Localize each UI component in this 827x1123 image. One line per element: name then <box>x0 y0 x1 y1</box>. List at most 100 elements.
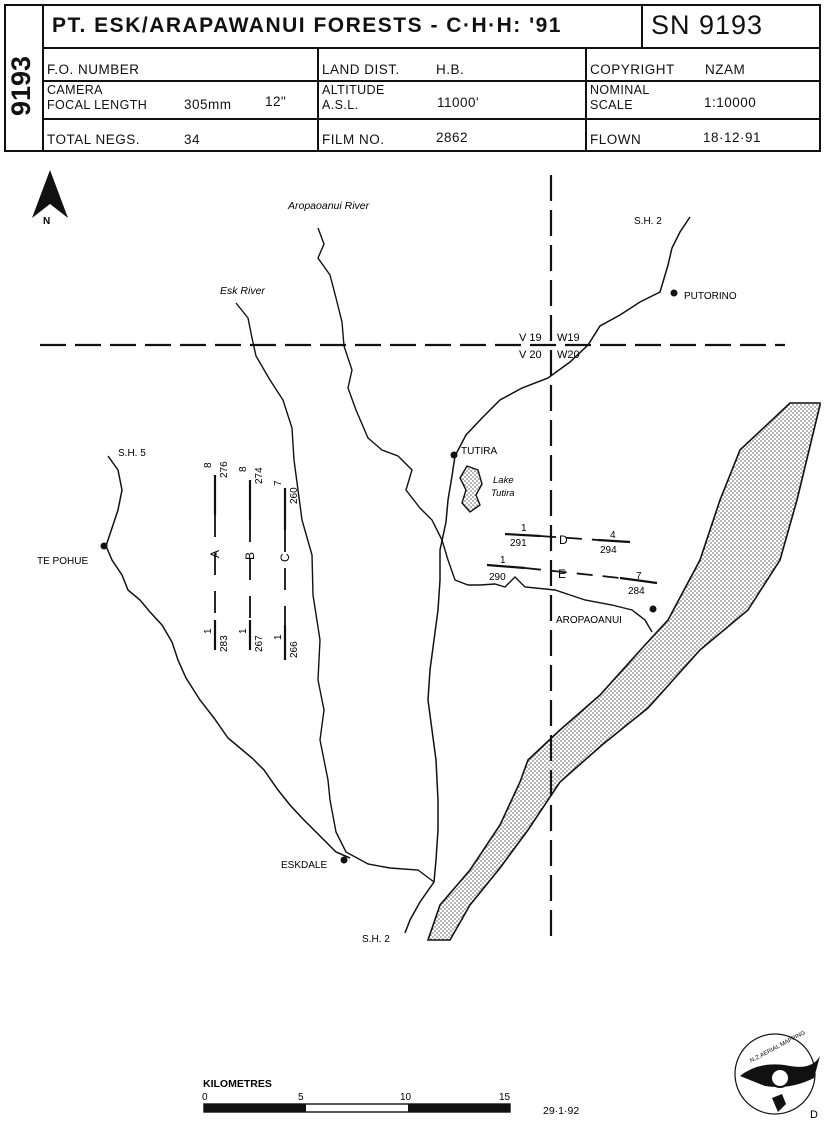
copyright-value: NZAM <box>705 62 746 77</box>
focal-length-in: 12" <box>265 94 287 109</box>
nz-aerial-mapping-logo: N.Z.AERIAL MAPPING D <box>734 1030 820 1121</box>
altitude-label: ALTITUDE <box>322 83 385 97</box>
page-title: PT. ESK/ARAPAWANUI FORESTS - C·H·H: '91 <box>52 14 562 37</box>
run-e-label: E <box>558 567 566 581</box>
eskdale-label: ESKDALE <box>281 860 327 871</box>
scale-tick-10: 10 <box>400 1092 412 1103</box>
scale-bar-title: KILOMETRES <box>203 1078 272 1090</box>
aropaoanui-marker <box>649 605 657 613</box>
sh2-bottom-label: S.H. 2 <box>362 934 390 945</box>
scale-value: 1:10000 <box>704 95 757 110</box>
total-negs-value: 34 <box>184 132 201 147</box>
run-e-start-number: 1 <box>500 555 506 566</box>
flight-run-a: 8 276 A 1 283 <box>203 461 230 652</box>
tutira-label: TUTIRA <box>461 446 497 457</box>
camera-label: CAMERA <box>47 83 103 97</box>
putorino-marker <box>670 289 678 297</box>
header-divider <box>42 80 821 82</box>
aropaoanui-river-label: Aropaoanui River <box>287 200 370 212</box>
run-e-start-frame: 290 <box>489 572 506 583</box>
header-divider <box>641 4 643 48</box>
header-divider <box>42 47 821 49</box>
grid-label-v19: V 19 <box>519 332 542 344</box>
eskdale-marker <box>340 856 348 864</box>
altitude-value: 11000' <box>437 95 480 110</box>
run-a-end-number: 1 <box>203 628 214 634</box>
state-highway-2 <box>404 216 691 934</box>
run-a-start-frame: 276 <box>219 461 230 478</box>
run-c-label: C <box>278 553 292 562</box>
lake-tutira <box>459 465 483 513</box>
run-b-end-number: 1 <box>238 628 249 634</box>
asl-label: A.S.L. <box>322 98 359 112</box>
nominal-label: NOMINAL <box>590 83 650 97</box>
film-no-label: FILM NO. <box>322 132 385 147</box>
focal-length-mm: 305mm <box>184 97 232 112</box>
header-divider <box>317 47 319 152</box>
scale-bar-date: 29·1·92 <box>543 1105 579 1117</box>
aropaoanui-river <box>317 227 653 633</box>
sh2-top-label: S.H. 2 <box>634 216 662 227</box>
scale-tick-15: 15 <box>499 1092 511 1103</box>
land-dist-label: LAND DIST. <box>322 62 400 77</box>
te-pohue-marker <box>100 542 108 550</box>
header-panel <box>4 4 821 152</box>
flight-run-e: 1 290 E 7 284 <box>486 555 658 597</box>
grid-label-w20: W20 <box>557 349 580 361</box>
run-a-start-number: 8 <box>203 462 214 468</box>
putorino-label: PUTORINO <box>684 291 737 302</box>
esk-river-label: Esk River <box>220 285 265 297</box>
run-d-end-number: 4 <box>610 530 616 541</box>
run-d-end-frame: 294 <box>600 545 617 556</box>
lake-label-line2: Tutira <box>491 488 515 499</box>
run-b-start-frame: 274 <box>254 467 265 484</box>
esk-river <box>235 302 435 883</box>
scale-label: SCALE <box>590 98 633 112</box>
film-no-value: 2862 <box>436 130 469 145</box>
focal-length-label: FOCAL LENGTH <box>47 98 148 112</box>
run-b-start-number: 8 <box>238 466 249 472</box>
coastline-sea <box>426 402 821 941</box>
scale-tick-5: 5 <box>298 1092 304 1103</box>
run-c-start-frame: 260 <box>289 487 300 504</box>
run-d-label: D <box>559 533 568 547</box>
run-b-label: B <box>243 552 257 560</box>
tutira-marker <box>450 451 458 459</box>
header-divider <box>42 4 44 152</box>
logo-corner-letter: D <box>810 1109 818 1121</box>
fo-number-label: F.O. NUMBER <box>47 62 140 77</box>
copyright-label: COPYRIGHT <box>590 62 675 77</box>
run-a-label: A <box>208 550 222 558</box>
scale-tick-0: 0 <box>202 1092 208 1103</box>
run-e-end-frame: 284 <box>628 586 645 597</box>
header-divider <box>42 118 821 120</box>
flown-label: FLOWN <box>590 132 642 147</box>
header-divider <box>585 47 587 152</box>
land-dist-value: H.B. <box>436 62 465 77</box>
run-c-start-number: 7 <box>273 480 284 486</box>
aropaoanui-label: AROPAOANUI <box>556 615 622 626</box>
total-negs-label: TOTAL NEGS. <box>47 132 141 147</box>
run-d-start-frame: 291 <box>510 538 527 549</box>
north-arrow-icon <box>32 170 68 218</box>
run-e-end-number: 7 <box>636 571 642 582</box>
sh5-label: S.H. 5 <box>118 448 146 459</box>
grid-label-v20: V 20 <box>519 349 542 361</box>
flown-value: 18·12·91 <box>703 130 762 145</box>
run-c-end-frame: 266 <box>289 641 300 658</box>
run-c-end-number: 1 <box>273 634 284 640</box>
state-highway-5 <box>105 455 351 859</box>
sheet-number: SN 9193 <box>651 10 764 40</box>
flight-run-b: 8 274 B 1 267 <box>238 466 265 652</box>
flight-run-d: 1 291 D 4 294 <box>504 523 631 556</box>
scale-bar: KILOMETRES 0 5 10 15 29·1·92 <box>202 1078 579 1117</box>
lake-label-line1: Lake <box>493 475 514 486</box>
te-pohue-label: TE POHUE <box>37 556 88 567</box>
run-d-start-number: 1 <box>521 523 527 534</box>
run-b-end-frame: 267 <box>254 635 265 652</box>
north-label: N <box>43 216 50 227</box>
flight-run-c: 7 260 C 1 266 <box>273 480 300 660</box>
grid-label-w19: W19 <box>557 332 580 344</box>
